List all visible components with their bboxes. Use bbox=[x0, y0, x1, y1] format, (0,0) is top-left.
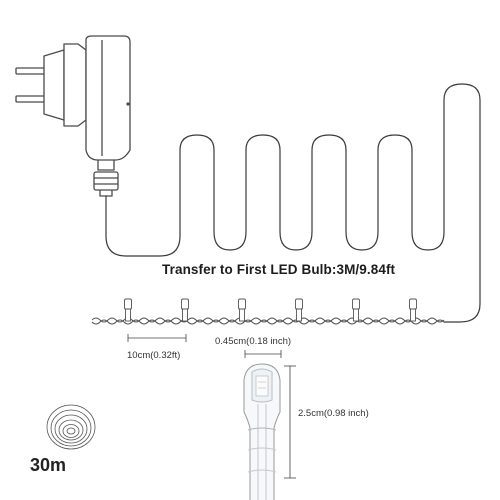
led-bulb bbox=[295, 298, 303, 322]
power-plug-icon bbox=[15, 35, 131, 197]
bulb-spacing-dimension bbox=[127, 334, 187, 342]
led-bulb bbox=[124, 298, 132, 322]
led-bulb bbox=[181, 298, 189, 322]
bulb-spacing-label: 10cm(0.32ft) bbox=[127, 350, 181, 361]
bulb-wire bbox=[91, 317, 445, 325]
led-bulb bbox=[238, 298, 246, 322]
total-length-label: 30m bbox=[30, 455, 67, 475]
led-bulb bbox=[352, 298, 360, 322]
bulb-width-dimension bbox=[244, 350, 282, 358]
led-bulb bbox=[409, 298, 417, 322]
closeup-bulb bbox=[243, 363, 281, 500]
bulb-height-dimension bbox=[284, 365, 296, 479]
bulb-height-label: 2.5cm(0.98 inch) bbox=[298, 408, 369, 419]
led-bulbs bbox=[124, 298, 417, 322]
bulb-width-label: 0.45cm(0.18 inch) bbox=[215, 336, 292, 347]
transfer-cable bbox=[105, 83, 481, 323]
transfer-length-label: Transfer to First LED Bulb:3M/9.84ft bbox=[162, 262, 396, 277]
coiled-cable-icon bbox=[46, 404, 96, 450]
